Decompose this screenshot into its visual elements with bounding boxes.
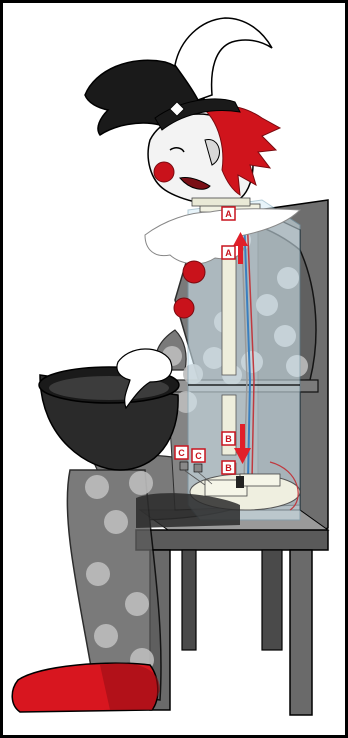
svg-text:C: C <box>195 451 202 461</box>
svg-text:A: A <box>225 209 232 219</box>
red-hair <box>204 105 282 196</box>
red-shoe <box>11 662 160 713</box>
pom-pom <box>182 260 206 284</box>
bowl-icon <box>38 366 180 471</box>
label-c-right: C <box>191 448 206 463</box>
sensor-connectors <box>179 461 213 486</box>
label-a-upper: A <box>221 206 236 221</box>
label-c-left: C <box>174 445 189 460</box>
svg-text:B: B <box>225 463 232 473</box>
label-b-mid: B <box>221 431 236 446</box>
jester-hat-icon <box>84 17 273 137</box>
pom-pom <box>173 297 195 319</box>
label-a-mid: A <box>221 245 236 260</box>
down-arrow-icon <box>234 424 251 464</box>
shadow-shape <box>136 493 240 528</box>
svg-text:A: A <box>225 248 232 258</box>
svg-text:B: B <box>225 434 232 444</box>
svg-text:C: C <box>178 448 185 458</box>
glove-hand <box>116 348 173 410</box>
up-arrow-icon <box>233 232 248 264</box>
label-b-lower: B <box>221 460 236 475</box>
ruff-collar <box>144 208 302 265</box>
